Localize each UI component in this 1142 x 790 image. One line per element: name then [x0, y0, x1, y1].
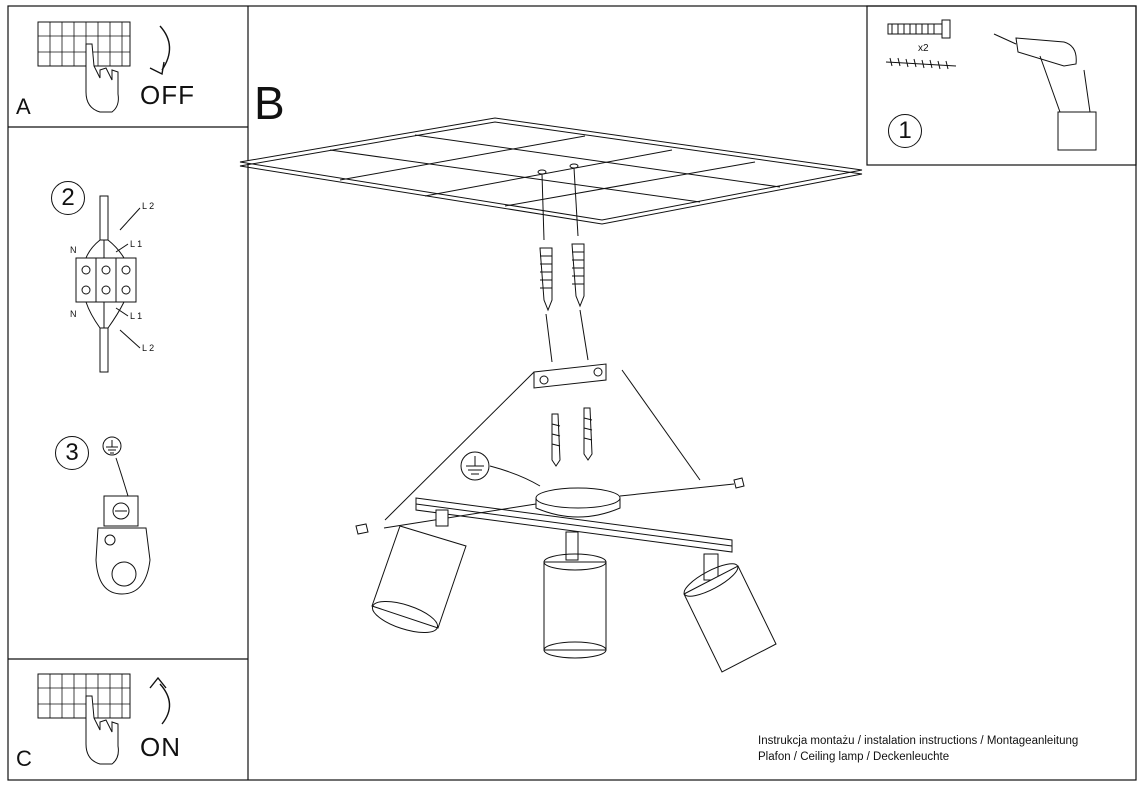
ground-symbol-icon: [460, 451, 541, 487]
wire-label-l1-bottom: L 1: [130, 311, 143, 321]
step-three-badge: 3: [55, 436, 89, 470]
spotlight-right-illustration: [683, 553, 777, 673]
wire-label-n-top: N: [70, 245, 77, 255]
terminal-block-illustration: [75, 195, 141, 373]
on-label: ON: [140, 732, 181, 762]
main-section-letter: B: [254, 77, 285, 129]
lamp-bar-illustration: [355, 477, 745, 553]
step-one-badge: 1: [888, 114, 922, 148]
wire-label-l1-top: L 1: [130, 239, 143, 249]
ceiling-grid-illustration: [239, 117, 863, 225]
wire-label-n-bottom: N: [70, 309, 77, 319]
spotlight-left-illustration: [371, 509, 467, 634]
panel-c-letter: C: [16, 746, 32, 771]
off-label: OFF: [140, 80, 195, 110]
breaker-on-illustration: [37, 673, 171, 765]
spotlight-center-illustration: [543, 531, 607, 659]
mounting-bracket-illustration: [384, 363, 701, 521]
quantity-label: x2: [918, 43, 929, 54]
drill-and-plugs-illustration: [885, 19, 1097, 151]
caption-line-1: Instrukcja montażu / instalation instruc…: [758, 735, 1079, 747]
panel-a-letter: A: [16, 94, 31, 119]
page-frame: [7, 5, 1137, 781]
wall-plugs-illustration: [537, 163, 589, 363]
wire-label-l2-bottom: L 2: [142, 343, 155, 353]
wire-label-l2-top: L 2: [142, 201, 155, 211]
ground-connector-illustration: [95, 436, 151, 595]
breaker-off-illustration: [37, 21, 171, 113]
step-two-badge: 2: [51, 181, 85, 215]
caption-line-2: Plafon / Ceiling lamp / Deckenleuchte: [758, 751, 950, 763]
